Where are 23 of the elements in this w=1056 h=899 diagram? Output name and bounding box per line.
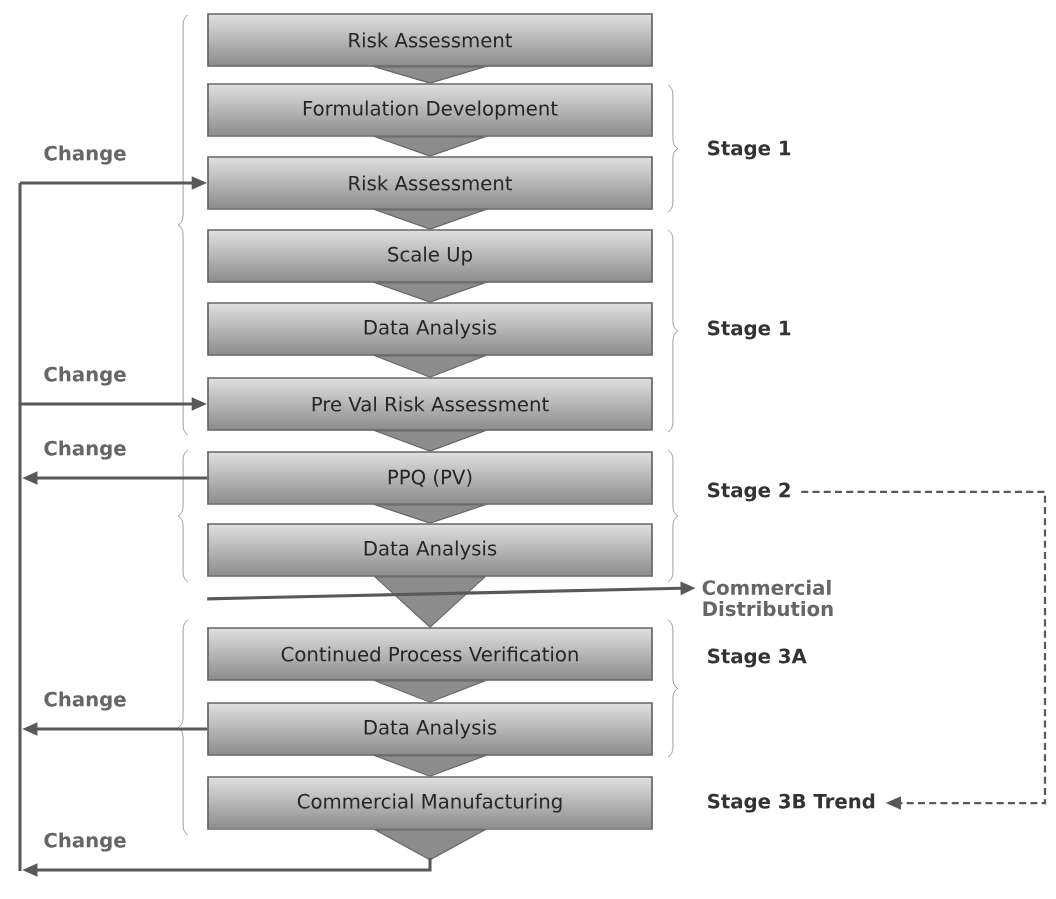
process-box: Data Analysis xyxy=(207,523,653,577)
process-box: Pre Val Risk Assessment xyxy=(207,377,653,431)
process-box: Continued Process Verification xyxy=(207,627,653,681)
stage-label: Stage 1 xyxy=(708,140,791,160)
edge-label: Change xyxy=(42,365,128,387)
process-box: Scale Up xyxy=(207,229,653,283)
arrow xyxy=(801,490,1047,810)
stage-label: Stage 1 xyxy=(708,320,791,340)
destination-label: Commercial Distribution xyxy=(702,579,833,617)
edge-label: Change xyxy=(42,690,128,712)
stage-label: Stage 3A xyxy=(708,648,807,668)
edge-label: Change xyxy=(42,831,128,853)
edge-label: Change xyxy=(42,439,128,461)
stage-label: Stage 2 xyxy=(708,482,790,502)
process-box: Formulation Development xyxy=(207,83,653,137)
process-box: Commercial Manufacturing xyxy=(207,776,653,830)
edge-label: Change xyxy=(42,144,128,166)
stage-label: Stage 3B Trend xyxy=(708,793,875,813)
process-box: Data Analysis xyxy=(207,302,653,356)
process-box: Risk Assessment xyxy=(207,13,653,67)
process-box: Risk Assessment xyxy=(207,156,653,210)
process-box: PPQ (PV) xyxy=(207,451,653,505)
process-box: Data Analysis xyxy=(207,702,653,756)
